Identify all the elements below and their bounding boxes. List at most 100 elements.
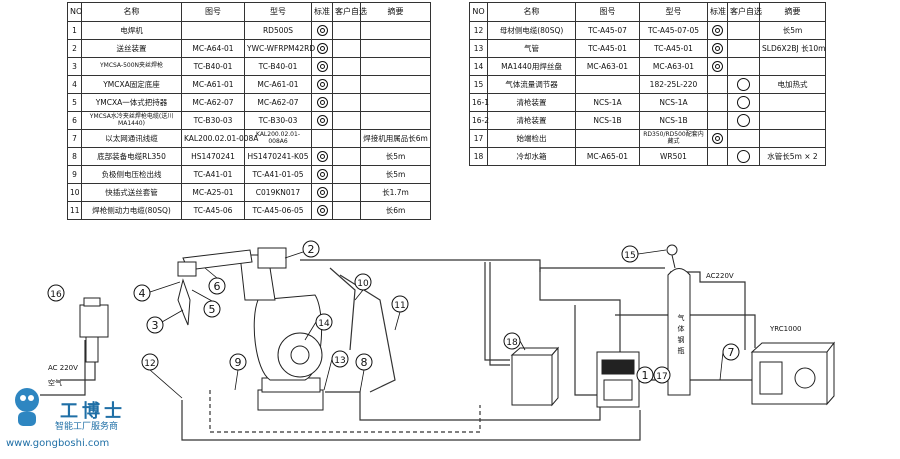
callout-8: 8 bbox=[355, 353, 373, 371]
cable-water bbox=[484, 262, 510, 361]
controller-top bbox=[750, 342, 836, 353]
standard-mark-icon bbox=[316, 115, 328, 126]
standard-mark-icon bbox=[712, 25, 723, 36]
callout-6: 6 bbox=[208, 277, 226, 295]
standard-mark-icon bbox=[712, 61, 723, 72]
gas-cylinder bbox=[667, 268, 691, 396]
standard-mark-icon bbox=[316, 97, 328, 108]
cable-16-air bbox=[40, 340, 86, 396]
label-yrc1000: YRC1000 bbox=[769, 325, 802, 333]
cell-model: WR501 bbox=[639, 147, 708, 166]
optional-mark-icon bbox=[737, 114, 750, 127]
cable-8 bbox=[325, 391, 601, 421]
wire-spool-hub bbox=[290, 345, 310, 365]
cable-feeder-top bbox=[300, 259, 541, 272]
cable-controller bbox=[615, 314, 756, 348]
power-source-vent bbox=[603, 379, 633, 401]
cell-remark: 水管长5m × 2 bbox=[759, 147, 826, 166]
svg-text:16: 16 bbox=[50, 290, 62, 300]
callout-9: 9 bbox=[229, 353, 247, 371]
callout-18: 18 bbox=[503, 332, 521, 350]
table-header-row: NO 名称 图号 型号 标准 客户自选 摘要 bbox=[67, 2, 431, 22]
cable-gas-top bbox=[539, 267, 665, 272]
standard-mark-icon bbox=[712, 43, 723, 54]
svg-text:17: 17 bbox=[656, 372, 667, 382]
torch-cleaner-16 bbox=[79, 304, 109, 338]
cable-11 bbox=[339, 274, 396, 393]
callout-11: 11 bbox=[391, 295, 409, 313]
tank-side bbox=[551, 346, 559, 407]
cell-standard bbox=[311, 147, 333, 166]
standard-mark-icon bbox=[316, 61, 328, 72]
col-remark: 摘要 bbox=[759, 2, 826, 22]
controller-panel bbox=[759, 361, 783, 395]
watermark-brand: 工博士 bbox=[60, 401, 126, 422]
svg-text:5: 5 bbox=[209, 303, 216, 316]
svg-text:11: 11 bbox=[394, 301, 405, 311]
flow-regulator-15 bbox=[666, 244, 678, 256]
cable-base-12 bbox=[181, 400, 641, 441]
torch-cleaner-stand bbox=[85, 336, 99, 363]
label-air: 空气 bbox=[48, 378, 62, 387]
label-gas-cylinder: 气体钢瓶 bbox=[678, 313, 685, 355]
svg-text:9: 9 bbox=[235, 356, 242, 369]
svg-text:12: 12 bbox=[144, 359, 155, 369]
cell-customer bbox=[727, 147, 760, 166]
gongboshi-logo bbox=[15, 388, 39, 426]
cell-remark: 长6m bbox=[360, 201, 431, 220]
callout-2: 2 bbox=[302, 240, 320, 258]
callout-10: 10 bbox=[354, 273, 372, 291]
callout-3: 3 bbox=[146, 316, 164, 334]
svg-text:6: 6 bbox=[214, 280, 221, 293]
tank-top bbox=[510, 347, 560, 356]
svg-text:1: 1 bbox=[642, 369, 649, 382]
cable-wire-feed bbox=[539, 272, 621, 352]
cell-drawing: TC-A45-06 bbox=[181, 201, 245, 220]
svg-text:7: 7 bbox=[728, 346, 735, 359]
optional-mark-icon bbox=[737, 150, 750, 163]
callout-17: 17 bbox=[653, 366, 671, 384]
svg-text:4: 4 bbox=[139, 287, 146, 300]
svg-text:2: 2 bbox=[308, 243, 315, 256]
standard-mark-icon bbox=[316, 25, 328, 36]
standard-mark-icon bbox=[316, 187, 328, 198]
callout-12: 12 bbox=[141, 353, 159, 371]
callout-5: 5 bbox=[203, 300, 221, 318]
table-header-row: NO 名称 图号 型号 标准 客户自选 摘要 bbox=[469, 2, 826, 22]
torch-cleaner-top bbox=[83, 297, 101, 307]
callout-15: 15 bbox=[621, 245, 639, 263]
cell-standard bbox=[311, 57, 333, 76]
robot-wrist bbox=[177, 261, 197, 277]
standard-mark-icon bbox=[316, 169, 328, 180]
svg-text:3: 3 bbox=[152, 319, 159, 332]
label-ac220v-left: AC 220V bbox=[48, 364, 78, 372]
standard-mark-icon bbox=[712, 133, 723, 144]
optional-mark-icon bbox=[737, 78, 750, 91]
cable-ac220 bbox=[670, 271, 746, 350]
standard-mark-icon bbox=[316, 205, 328, 216]
label-ac220v-top: AC220V bbox=[706, 272, 734, 280]
svg-text:8: 8 bbox=[361, 356, 368, 369]
conduit-10 bbox=[329, 267, 356, 351]
svg-text:10: 10 bbox=[357, 279, 369, 289]
standard-mark-icon bbox=[316, 43, 328, 54]
cell-name: 焊枪侧动力电缆(80SQ) bbox=[81, 201, 182, 220]
cable-water-2 bbox=[489, 262, 510, 366]
callout-1: 1 bbox=[636, 366, 654, 384]
